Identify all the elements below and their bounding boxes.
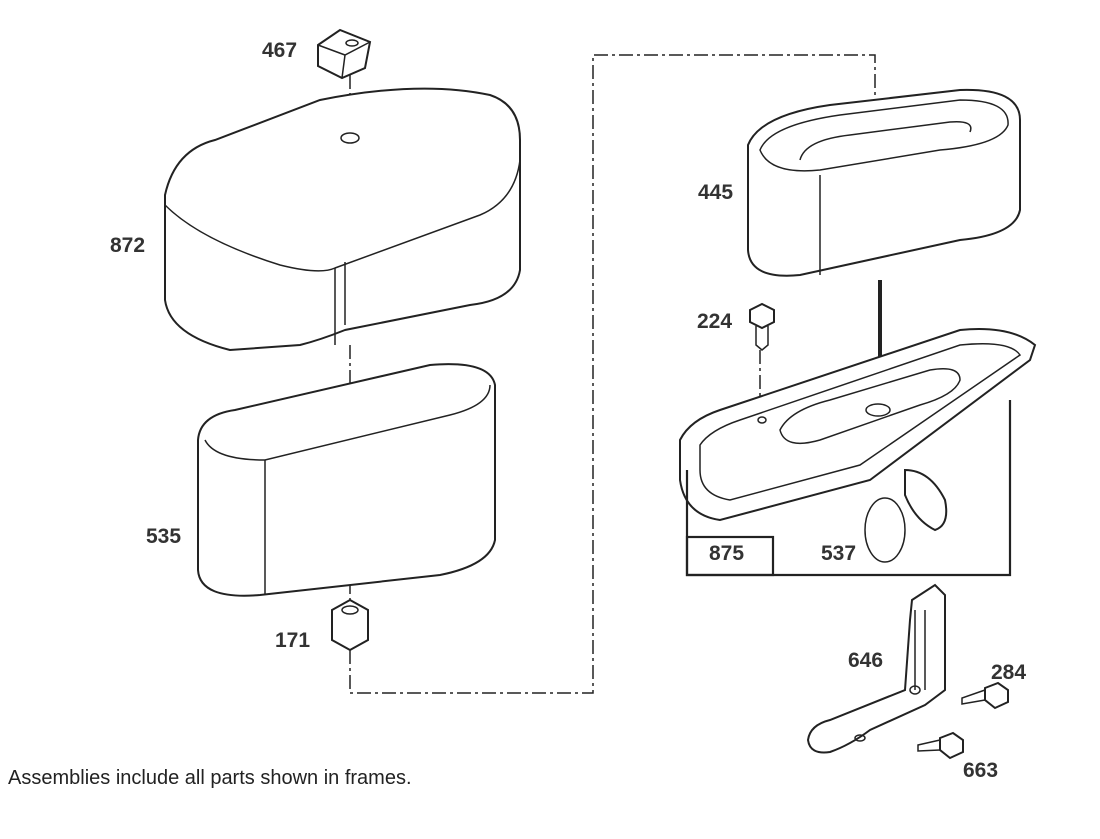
label-872: 872	[110, 234, 145, 257]
label-537: 537	[821, 542, 856, 565]
caption: Assemblies include all parts shown in fr…	[8, 767, 412, 789]
screw-663[interactable]	[917, 731, 964, 760]
label-171: 171	[275, 629, 310, 652]
label-284: 284	[991, 661, 1026, 684]
cap-nut-467[interactable]	[317, 28, 372, 80]
label-224: 224	[697, 310, 732, 333]
grommet-171[interactable]	[331, 598, 369, 652]
filter-445[interactable]	[747, 88, 1021, 277]
label-646: 646	[848, 649, 883, 672]
cover-872[interactable]	[164, 87, 521, 352]
bracket-646[interactable]	[806, 583, 946, 754]
label-445: 445	[698, 181, 733, 204]
label-467: 467	[262, 39, 297, 62]
pre-cleaner-535[interactable]	[197, 363, 496, 597]
base-875[interactable]	[679, 280, 1037, 563]
assembly-frame-875	[685, 400, 1012, 577]
label-535: 535	[146, 525, 181, 548]
label-663: 663	[963, 759, 998, 782]
label-875: 875	[709, 542, 744, 565]
screw-284[interactable]	[961, 681, 1009, 710]
screw-224[interactable]	[749, 302, 775, 351]
